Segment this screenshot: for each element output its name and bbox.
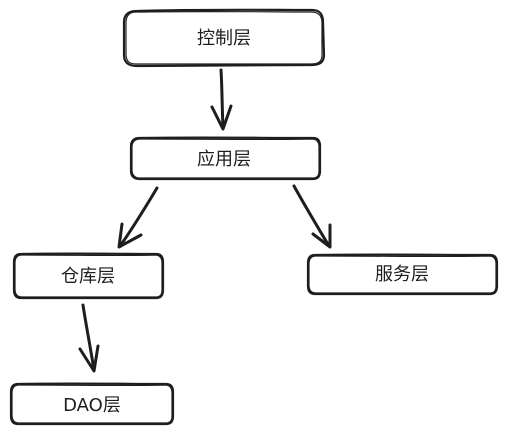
node-dao-label: DAO层	[63, 395, 121, 416]
edge-repository-to-dao-line	[81, 303, 96, 372]
node-dao-box	[9, 382, 175, 426]
edge-repository-to-dao	[78, 303, 100, 373]
node-control[interactable]: 控制层	[122, 8, 326, 68]
node-service-label: 服务层	[375, 264, 429, 285]
edge-repository-to-dao-head	[78, 344, 100, 373]
node-control-label: 控制层	[197, 28, 251, 49]
edge-application-to-service-head	[311, 223, 332, 249]
edge-control-to-application	[210, 68, 233, 131]
node-application-label: 应用层	[197, 149, 251, 170]
node-service[interactable]: 服务层	[306, 253, 499, 296]
node-control-box	[122, 8, 326, 68]
node-repository[interactable]: 仓库层	[12, 252, 165, 300]
edge-application-to-service-line	[292, 184, 331, 248]
edge-application-to-repository	[117, 186, 159, 249]
edge-control-to-application-head	[210, 104, 233, 131]
node-service-box	[306, 253, 499, 296]
edge-application-to-service	[292, 184, 332, 249]
edge-application-to-repository-line	[118, 186, 159, 248]
node-repository-label: 仓库层	[61, 266, 115, 287]
node-application[interactable]: 应用层	[129, 136, 322, 181]
node-dao[interactable]: DAO层	[9, 382, 175, 426]
node-repository-box	[12, 252, 165, 300]
edge-control-to-application-line	[219, 68, 225, 130]
edge-application-to-repository-head	[117, 222, 143, 249]
node-application-box	[129, 136, 322, 181]
